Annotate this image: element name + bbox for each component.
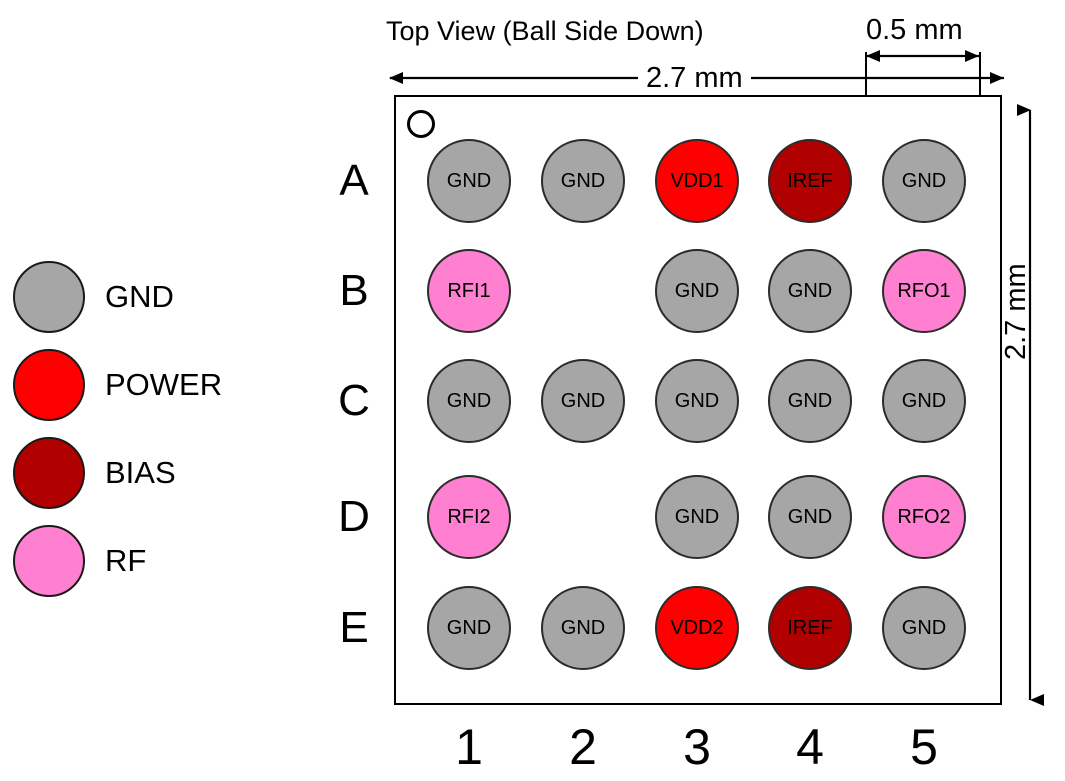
ball-C1: GND	[427, 359, 511, 443]
legend-item-bias: BIAS	[8, 434, 248, 522]
ball-label: IREF	[787, 170, 833, 192]
ball-label: GND	[787, 390, 833, 412]
legend-swatch-bias	[13, 437, 85, 509]
column-label-3: 3	[683, 719, 711, 775]
ball-label: GND	[787, 280, 833, 302]
legend-label-rf: RF	[105, 543, 147, 578]
ball-label: GND	[446, 617, 492, 639]
ball-label: GND	[674, 390, 720, 412]
ball-label: GND	[674, 506, 720, 528]
ball-A5: GND	[882, 139, 966, 223]
dimension-width-label: 2.7 mm	[638, 62, 751, 95]
ball-D1: RFI2	[427, 475, 511, 559]
ball-B1: RFI1	[427, 249, 511, 333]
legend-swatch-power	[13, 349, 85, 421]
row-label-e: E	[339, 603, 369, 652]
ball-B4: GND	[768, 249, 852, 333]
ball-label: GND	[560, 617, 606, 639]
ball-label: RFO2	[897, 506, 951, 528]
ball-E4: IREF	[768, 586, 852, 670]
ball-B5: RFO1	[882, 249, 966, 333]
ball-label: GND	[901, 170, 947, 192]
legend-item-rf: RF	[8, 522, 248, 610]
ball-label: VDD1	[670, 170, 724, 192]
row-label-c: C	[338, 376, 370, 425]
column-label-5: 5	[910, 719, 938, 775]
legend-item-power: POWER	[8, 346, 248, 434]
ball-label: GND	[446, 390, 492, 412]
legend-item-gnd: GND	[8, 258, 248, 346]
legend: GND POWER BIAS RF	[8, 258, 248, 610]
ball-label: GND	[674, 280, 720, 302]
ball-C3: GND	[655, 359, 739, 443]
column-label-4: 4	[796, 719, 824, 775]
ball-B3: GND	[655, 249, 739, 333]
legend-label-gnd: GND	[105, 279, 174, 314]
column-label-1: 1	[455, 719, 483, 775]
view-title: Top View (Ball Side Down)	[386, 16, 704, 46]
ball-label: GND	[901, 617, 947, 639]
ball-D5: RFO2	[882, 475, 966, 559]
legend-swatch-rf	[13, 525, 85, 597]
ball-label: GND	[560, 170, 606, 192]
legend-label-power: POWER	[105, 367, 223, 402]
ball-A4: IREF	[768, 139, 852, 223]
legend-label-bias: BIAS	[105, 455, 176, 490]
ball-label: RFO1	[897, 280, 951, 302]
ball-E1: GND	[427, 586, 511, 670]
ball-label: GND	[901, 390, 947, 412]
ball-E5: GND	[882, 586, 966, 670]
ball-label: GND	[787, 506, 833, 528]
ball-label: GND	[446, 170, 492, 192]
ball-C4: GND	[768, 359, 852, 443]
row-label-a: A	[339, 156, 369, 205]
ball-D4: GND	[768, 475, 852, 559]
ball-E2: GND	[541, 586, 625, 670]
dimension-pitch-label: 0.5 mm	[866, 14, 963, 46]
legend-swatch-gnd	[13, 261, 85, 333]
dimension-height-label: 2.7 mm	[1000, 263, 1032, 360]
row-label-b: B	[339, 266, 369, 315]
ball-A2: GND	[541, 139, 625, 223]
ball-label: GND	[560, 390, 606, 412]
ball-C5: GND	[882, 359, 966, 443]
ball-E3: VDD2	[655, 586, 739, 670]
ball-A3: VDD1	[655, 139, 739, 223]
ball-label: IREF	[787, 617, 833, 639]
ball-label: RFI2	[447, 506, 491, 528]
ball-label: VDD2	[670, 617, 724, 639]
ball-label: RFI1	[447, 280, 491, 302]
row-label-d: D	[338, 492, 370, 541]
ball-D3: GND	[655, 475, 739, 559]
ball-A1: GND	[427, 139, 511, 223]
pin1-indicator-icon	[407, 110, 435, 138]
column-label-2: 2	[569, 719, 597, 775]
ball-C2: GND	[541, 359, 625, 443]
